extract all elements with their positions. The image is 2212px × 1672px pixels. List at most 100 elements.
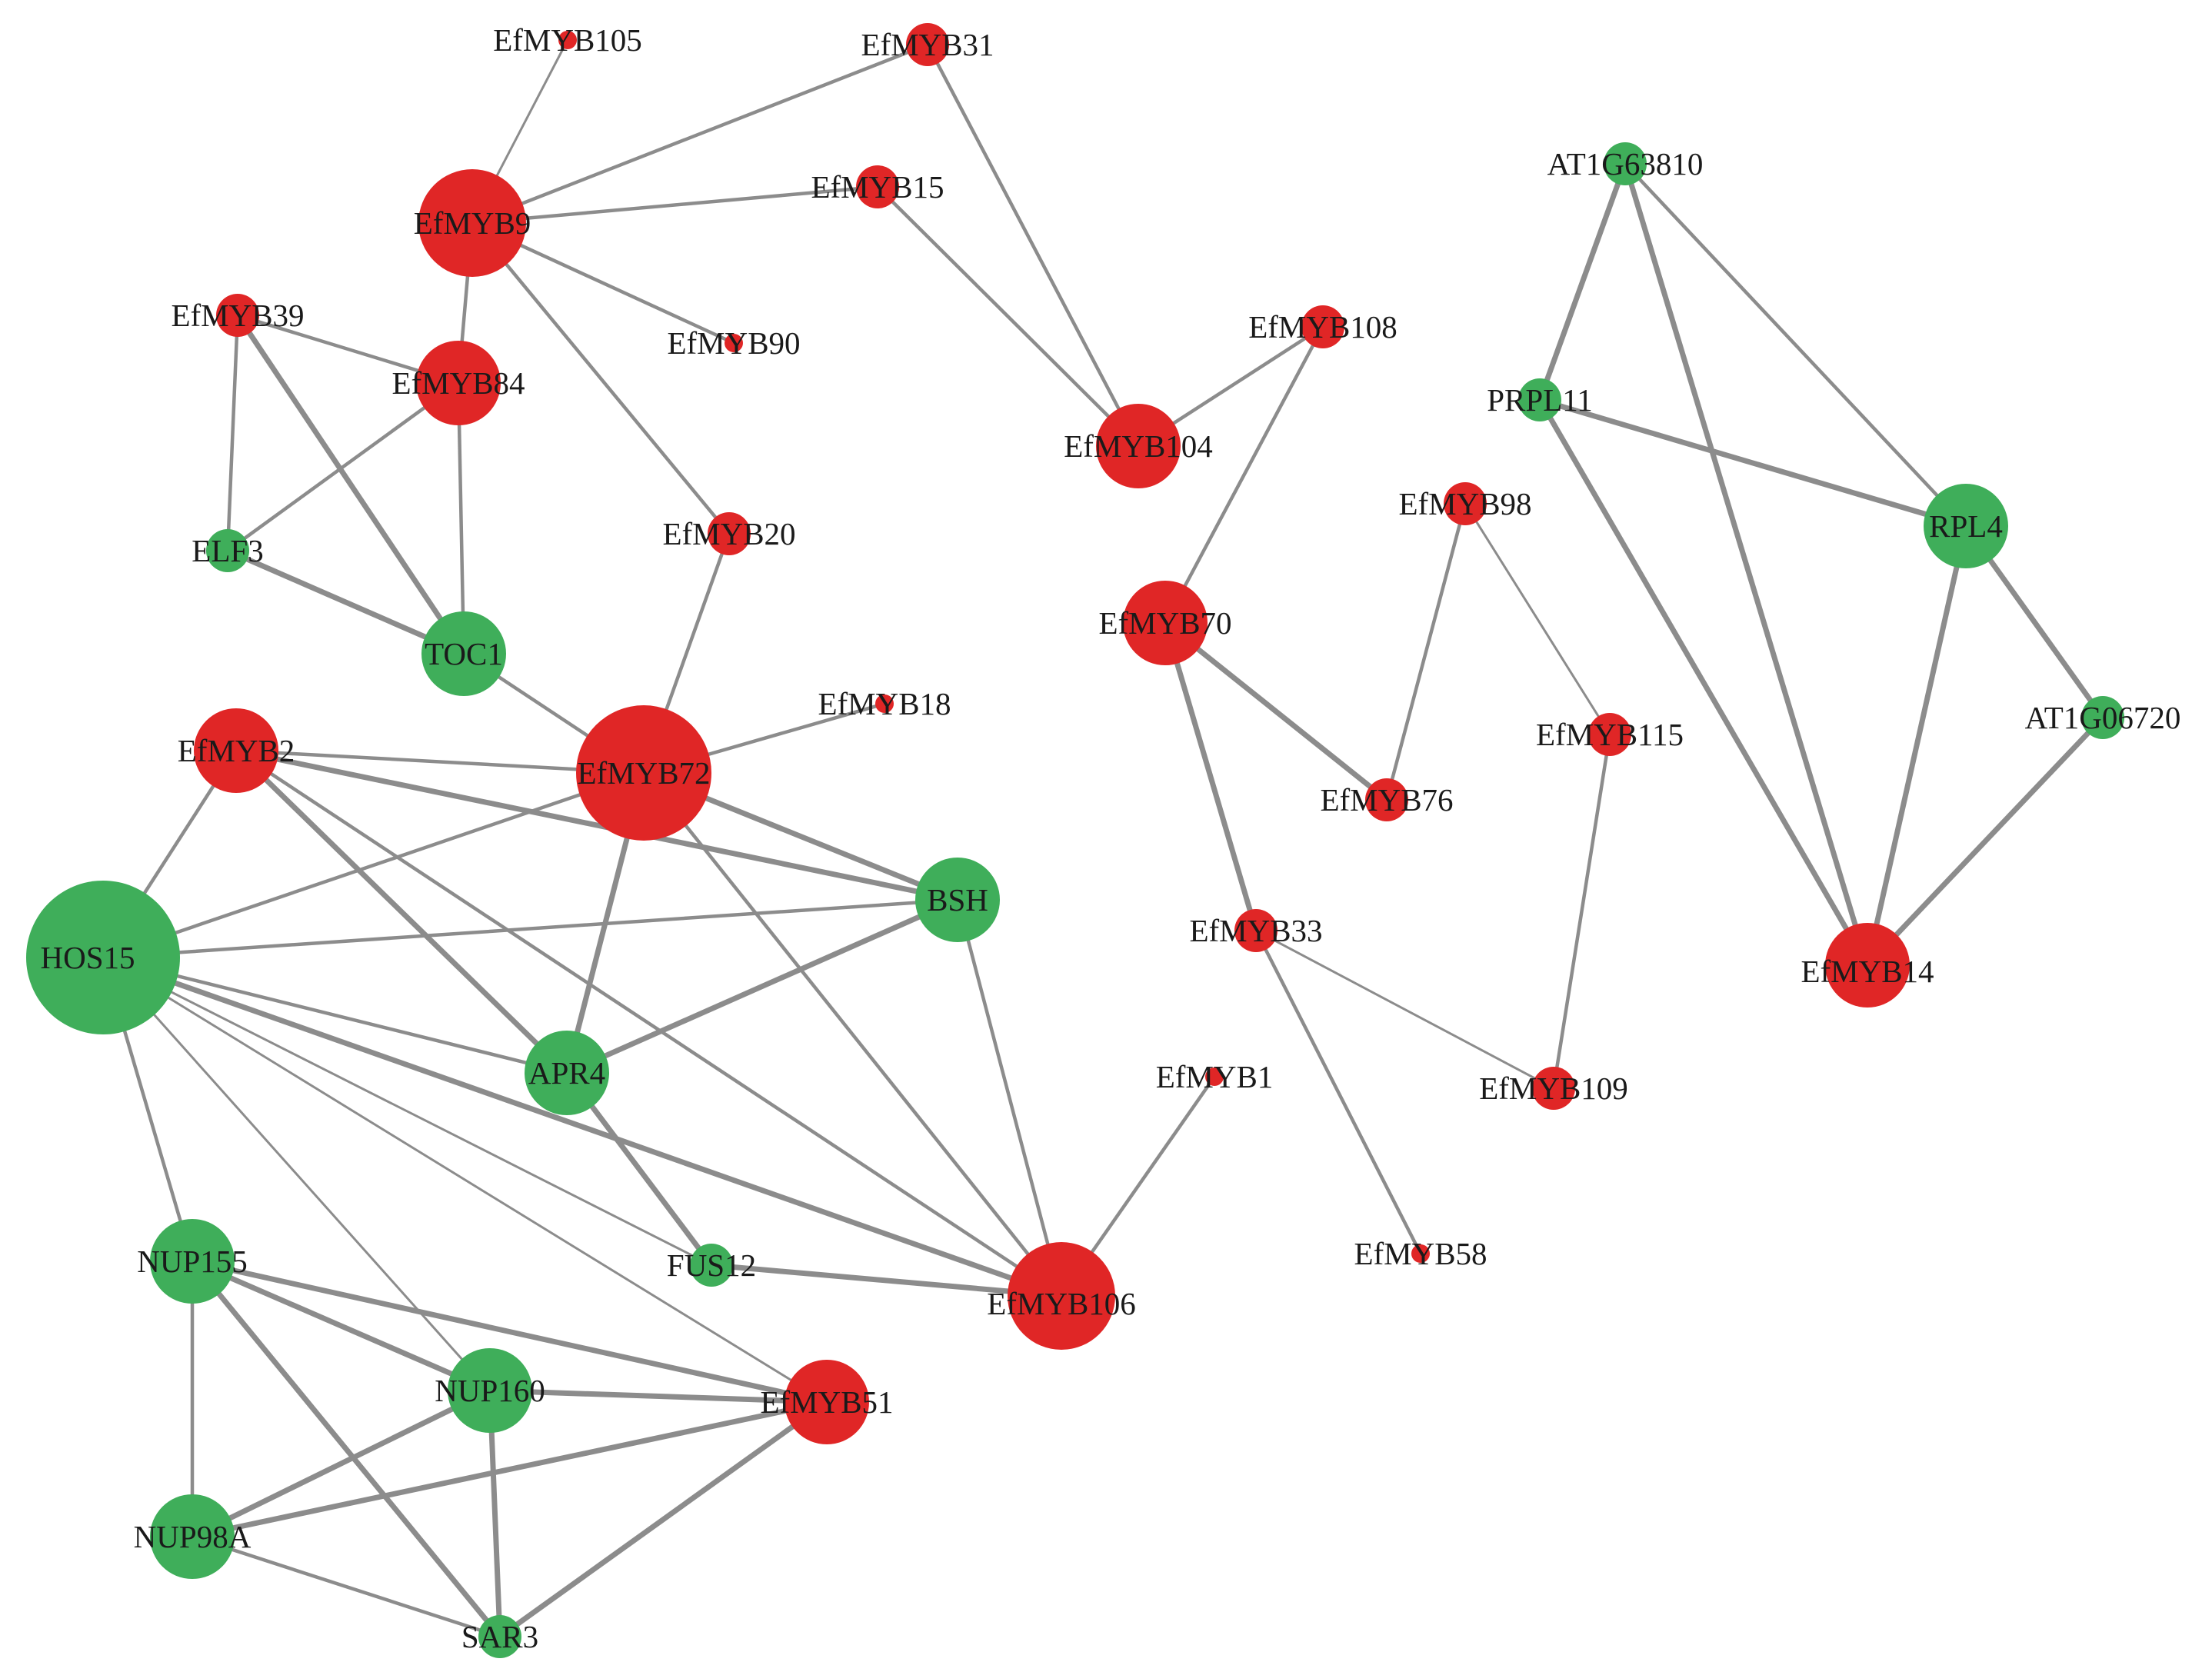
node-label-NUP160: NUP160 <box>435 1373 545 1408</box>
node-SAR3 <box>478 1615 521 1658</box>
node-EfMYB72 <box>576 705 711 841</box>
node-EfMYB104 <box>1096 404 1181 488</box>
node-HOS15 <box>26 881 180 1034</box>
edge-EfMYB39-ELF3 <box>225 313 240 553</box>
node-EfMYB105 <box>558 31 577 49</box>
node-EfMYB58 <box>1411 1244 1430 1263</box>
node-EfMYB1 <box>1205 1067 1224 1086</box>
edge-BSH-APR4 <box>564 897 961 1076</box>
edge-EfMYB98-EfMYB115 <box>1464 502 1611 736</box>
node-label-EfMYB109: EfMYB109 <box>1479 1071 1628 1106</box>
node-EfMYB90 <box>725 334 743 352</box>
edge-EfMYB15-EfMYB104 <box>875 185 1141 448</box>
edge-NUP155-SAR3 <box>189 1258 503 1640</box>
node-label-HOS15: HOS15 <box>40 940 135 975</box>
edge-RPL4-EfMYB14 <box>1864 523 1969 968</box>
node-label-EfMYB108: EfMYB108 <box>1248 309 1397 345</box>
node-EfMYB33 <box>1234 909 1278 952</box>
edge-EfMYB9-EfMYB20 <box>470 221 731 536</box>
node-EfMYB84 <box>416 341 501 425</box>
node-label-FUS12: FUS12 <box>667 1247 756 1283</box>
node-label-AT1G06720: AT1G06720 <box>2025 700 2181 735</box>
node-FUS12 <box>690 1244 733 1287</box>
node-label-SAR3: SAR3 <box>461 1619 538 1654</box>
node-label-APR4: APR4 <box>528 1055 605 1091</box>
node-EfMYB20 <box>708 512 751 555</box>
edge-EfMYB72-HOS15 <box>101 771 646 960</box>
node-label-EfMYB15: EfMYB15 <box>811 169 944 205</box>
node-EfMYB98 <box>1444 482 1487 525</box>
node-label-EfMYB104: EfMYB104 <box>1064 428 1213 464</box>
node-BSH <box>915 858 1000 942</box>
edge-EfMYB51-NUP98A <box>189 1399 830 1540</box>
node-label-EfMYB14: EfMYB14 <box>1801 954 1934 989</box>
edge-EfMYB33-EfMYB109 <box>1254 929 1555 1090</box>
edge-AT1G63810-PRPL11 <box>1537 161 1628 403</box>
edge-EfMYB108-EfMYB70 <box>1163 325 1325 625</box>
edge-NUP155-EfMYB51 <box>189 1258 830 1405</box>
node-label-EfMYB33: EfMYB33 <box>1189 913 1322 948</box>
node-RPL4 <box>1924 484 2008 568</box>
edge-NUP160-EfMYB51 <box>487 1387 830 1405</box>
edge-HOS15-EfMYB106 <box>100 954 1064 1299</box>
edge-EfMYB70-EfMYB33 <box>1162 620 1259 934</box>
node-label-EfMYB58: EfMYB58 <box>1354 1236 1487 1271</box>
node-EfMYB18 <box>875 694 894 713</box>
node-EfMYB109 <box>1532 1067 1575 1110</box>
edge-EfMYB98-EfMYB76 <box>1384 501 1467 802</box>
node-label-EfMYB72: EfMYB72 <box>577 755 710 791</box>
node-label-EfMYB1: EfMYB1 <box>1156 1059 1274 1094</box>
edge-BSH-EfMYB106 <box>955 898 1064 1298</box>
node-label-EfMYB84: EfMYB84 <box>391 365 525 401</box>
edge-EfMYB2-EfMYB72 <box>234 748 646 775</box>
nodes-layer <box>26 23 2124 1658</box>
node-EfMYB70 <box>1123 581 1208 665</box>
node-label-EfMYB18: EfMYB18 <box>818 686 951 721</box>
edge-PRPL11-EfMYB14 <box>1537 397 1871 968</box>
node-NUP98A <box>150 1494 235 1579</box>
node-EfMYB14 <box>1825 923 1910 1008</box>
node-NUP160 <box>448 1348 532 1433</box>
edge-NUP155-NUP160 <box>189 1258 493 1394</box>
node-ELF3 <box>206 529 249 572</box>
edge-ELF3-TOC1 <box>225 548 467 657</box>
edge-AT1G63810-EfMYB14 <box>1622 161 1871 968</box>
node-EfMYB51 <box>785 1360 869 1444</box>
edge-EfMYB2-APR4 <box>233 748 570 1076</box>
node-EfMYB2 <box>194 708 278 793</box>
node-label-EfMYB39: EfMYB39 <box>171 298 304 333</box>
node-label-BSH: BSH <box>927 882 988 918</box>
edges-layer <box>100 38 2106 1640</box>
edge-HOS15-BSH <box>101 898 960 960</box>
node-AT1G63810 <box>1604 142 1647 185</box>
node-label-EfMYB90: EfMYB90 <box>667 325 800 361</box>
node-EfMYB15 <box>856 165 899 208</box>
node-label-PRPL11: PRPL11 <box>1487 382 1592 418</box>
node-label-EfMYB31: EfMYB31 <box>861 27 994 62</box>
node-label-EfMYB51: EfMYB51 <box>760 1384 893 1420</box>
node-label-EfMYB98: EfMYB98 <box>1398 486 1531 521</box>
node-EfMYB115 <box>1588 713 1631 756</box>
edge-NUP98A-SAR3 <box>190 1534 502 1639</box>
node-AT1G06720 <box>2081 696 2124 739</box>
edge-HOS15-EfMYB51 <box>102 956 828 1404</box>
edge-EfMYB70-EfMYB76 <box>1162 620 1390 803</box>
edge-EfMYB84-ELF3 <box>225 381 461 553</box>
node-label-EfMYB2: EfMYB2 <box>178 733 295 768</box>
node-APR4 <box>525 1031 609 1115</box>
edge-EfMYB39-TOC1 <box>235 312 467 657</box>
node-label-EfMYB106: EfMYB106 <box>987 1286 1136 1321</box>
edge-NUP160-NUP98A <box>189 1387 493 1540</box>
node-label-AT1G63810: AT1G63810 <box>1547 146 1704 182</box>
edge-HOS15-APR4 <box>101 955 569 1075</box>
edge-AT1G63810-RPL4 <box>1623 162 1968 528</box>
edge-HOS15-NUP160 <box>102 956 491 1392</box>
edge-EfMYB9-EfMYB31 <box>470 42 930 225</box>
node-EfMYB9 <box>418 169 526 277</box>
edge-FUS12-EfMYB106 <box>708 1262 1064 1299</box>
node-EfMYB108 <box>1301 305 1344 348</box>
node-label-ELF3: ELF3 <box>192 533 263 568</box>
node-label-EfMYB20: EfMYB20 <box>662 516 795 551</box>
edge-EfMYB2-BSH <box>233 748 961 903</box>
